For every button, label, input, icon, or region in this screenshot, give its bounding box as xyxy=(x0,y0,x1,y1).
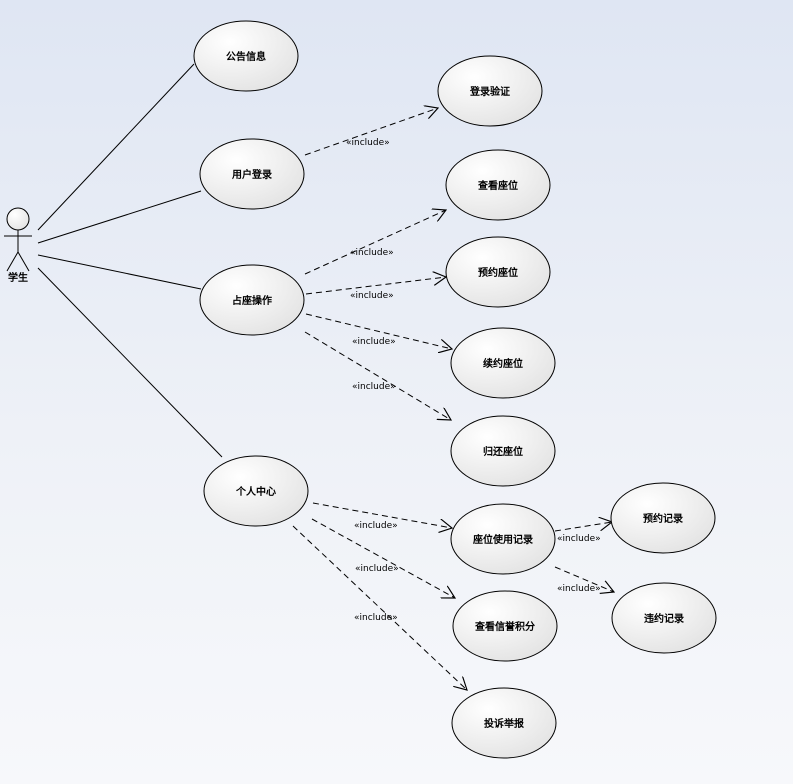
usecase-xuyue-zuowei-label: 续约座位 xyxy=(483,357,523,370)
usecase-zhanzuo-caozuo-label: 占座操作 xyxy=(232,294,272,307)
usecase-yuyue-zuowei-label: 预约座位 xyxy=(478,266,518,279)
usecase-geren-zhongxin-label: 个人中心 xyxy=(235,485,276,498)
actor-leg-left xyxy=(6,251,19,272)
usecase-zuowei-shiyong-jilu[interactable]: 座位使用记录 xyxy=(450,503,556,575)
actor-leg-right xyxy=(17,251,30,272)
usecase-chakan-zuowei-label: 查看座位 xyxy=(477,179,518,192)
usecase-guihuan-zuowei[interactable]: 归还座位 xyxy=(450,415,556,487)
include-label-zuowei-shiyong-jilu: «include» xyxy=(354,521,398,531)
actor-label: 学生 xyxy=(8,271,28,284)
include-edge-chakan-zuowei xyxy=(304,210,446,275)
association-yonghu-denglu xyxy=(37,190,202,244)
usecase-zhanzuo-caozuo[interactable]: 占座操作 xyxy=(199,264,305,336)
usecase-tousu-jubao-label: 投诉举报 xyxy=(484,717,524,730)
usecase-tousu-jubao[interactable]: 投诉举报 xyxy=(451,687,557,759)
include-label-chakan-xinyu-jifen: «include» xyxy=(355,564,399,574)
include-edge-zuowei-shiyong-jilu xyxy=(312,502,452,528)
actor-student[interactable]: 学生 xyxy=(4,207,32,284)
usecase-chakan-xinyu-jifen-label: 查看信誉积分 xyxy=(474,620,535,633)
usecase-yuyue-jilu[interactable]: 预约记录 xyxy=(610,482,716,554)
include-label-chakan-zuowei: «include» xyxy=(350,248,394,258)
association-geren-zhongxin xyxy=(37,267,223,458)
include-edge-weiyue-jilu xyxy=(554,566,614,592)
include-edge-guihuan-zuowei xyxy=(304,331,451,420)
include-edge-denglu-yanzheng xyxy=(304,108,438,156)
include-label-yuyue-zuowei: «include» xyxy=(350,291,394,301)
actor-head xyxy=(6,207,30,231)
include-label-yuyue-jilu: «include» xyxy=(557,534,601,544)
usecase-zuowei-shiyong-jilu-label: 座位使用记录 xyxy=(472,533,533,546)
usecase-yuyue-zuowei[interactable]: 预约座位 xyxy=(445,236,551,308)
include-edge-tousu-jubao xyxy=(292,525,467,690)
include-label-weiyue-jilu: «include» xyxy=(557,584,601,594)
include-edge-xuyue-zuowei xyxy=(305,313,452,349)
include-label-denglu-yanzheng: «include» xyxy=(346,138,390,148)
usecase-geren-zhongxin[interactable]: 个人中心 xyxy=(203,455,309,527)
usecase-denglu-yanzheng[interactable]: 登录验证 xyxy=(437,55,543,127)
association-gonggao xyxy=(37,63,195,231)
usecase-gonggao-label: 公告信息 xyxy=(226,50,266,63)
usecase-weiyue-jilu[interactable]: 违约记录 xyxy=(611,582,717,654)
association-zhanzuo-caozuo xyxy=(37,254,202,290)
include-label-tousu-jubao: «include» xyxy=(354,613,398,623)
include-label-xuyue-zuowei: «include» xyxy=(352,337,396,347)
usecase-chakan-xinyu-jifen[interactable]: 查看信誉积分 xyxy=(452,590,558,662)
include-edge-yuyue-zuowei xyxy=(305,277,446,295)
usecase-yonghu-denglu[interactable]: 用户登录 xyxy=(199,138,305,210)
include-label-guihuan-zuowei: «include» xyxy=(352,382,396,392)
usecase-denglu-yanzheng-label: 登录验证 xyxy=(469,85,510,98)
usecase-weiyue-jilu-label: 违约记录 xyxy=(644,612,684,625)
usecase-chakan-zuowei[interactable]: 查看座位 xyxy=(445,149,551,221)
usecase-gonggao[interactable]: 公告信息 xyxy=(193,20,299,92)
usecase-yuyue-jilu-label: 预约记录 xyxy=(643,512,683,525)
usecase-xuyue-zuowei[interactable]: 续约座位 xyxy=(450,327,556,399)
include-edge-chakan-xinyu-jifen xyxy=(311,518,455,598)
include-edge-yuyue-jilu xyxy=(554,522,612,532)
usecase-guihuan-zuowei-label: 归还座位 xyxy=(483,445,523,458)
usecase-yonghu-denglu-label: 用户登录 xyxy=(231,168,272,181)
